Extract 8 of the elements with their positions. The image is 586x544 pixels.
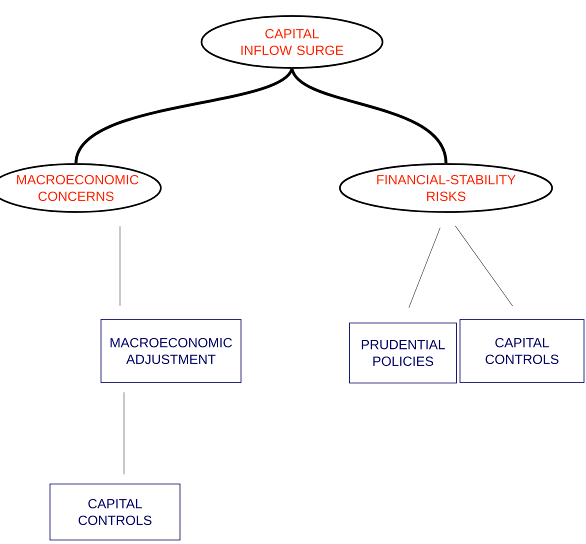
connector-line: [74, 68, 294, 164]
policy-box: MACROECONOMIC ADJUSTMENT: [100, 319, 242, 383]
connector-line: [454, 226, 514, 306]
policy-box: PRUDENTIAL POLICIES: [349, 322, 457, 384]
connector-line: [408, 227, 440, 308]
connector-line: [290, 68, 448, 164]
policy-box: CAPITAL CONTROLS: [50, 484, 180, 540]
policy-box: CAPITAL CONTROLS: [460, 319, 584, 383]
